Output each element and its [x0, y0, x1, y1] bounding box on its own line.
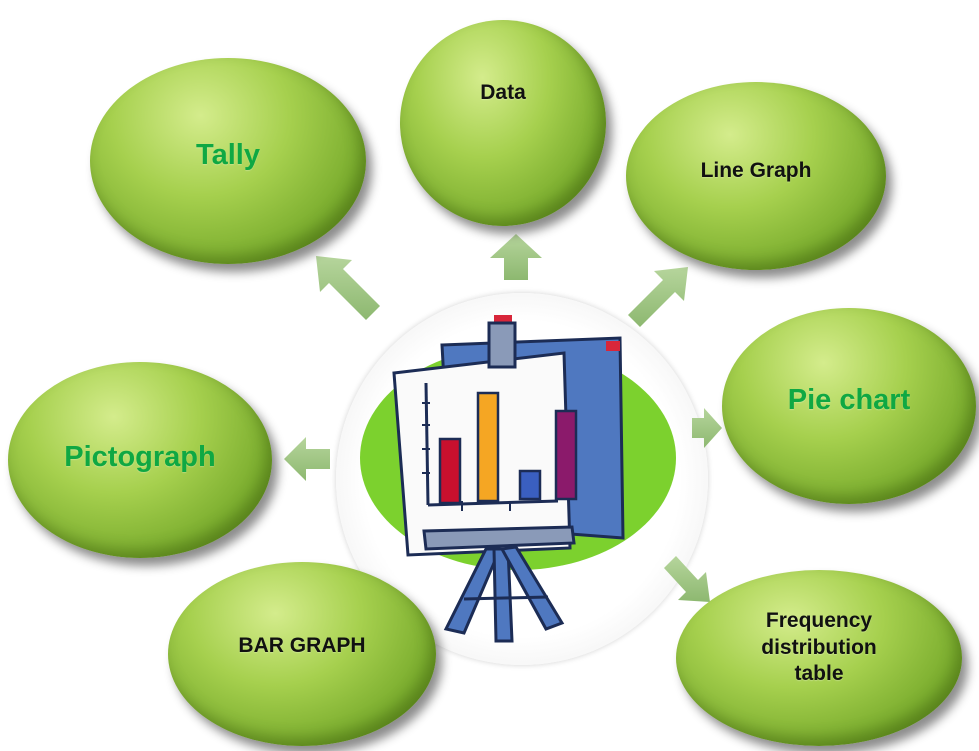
node-pie-chart-label: Pie chart — [787, 384, 911, 417]
node-pictograph: Pictograph — [8, 362, 272, 558]
arrow-up-right-icon — [628, 267, 688, 327]
node-frequency-table-label: Frequency distribution table — [761, 608, 877, 686]
node-pie-chart: Pie chart — [722, 308, 976, 504]
node-pictograph-label: Pictograph — [64, 441, 216, 474]
arrow-down-right-icon — [664, 556, 710, 602]
node-tally: Tally — [90, 58, 366, 264]
node-bar-graph-label: BAR GRAPH — [238, 633, 366, 657]
arrow-up-icon — [490, 234, 542, 280]
node-tally-label: Tally — [196, 139, 260, 172]
node-data-label: Data — [480, 80, 526, 104]
node-frequency-table: Frequency distribution table — [676, 570, 962, 746]
presentation-easel-icon — [360, 315, 676, 643]
node-line-graph: Line Graph — [626, 82, 886, 270]
node-data: Data — [400, 20, 606, 226]
arrow-right-icon — [692, 408, 722, 448]
arrow-up-left-icon — [316, 256, 380, 320]
node-bar-graph: BAR GRAPH — [168, 562, 436, 746]
node-line-graph-label: Line Graph — [700, 158, 812, 182]
arrow-left-icon — [284, 437, 330, 481]
